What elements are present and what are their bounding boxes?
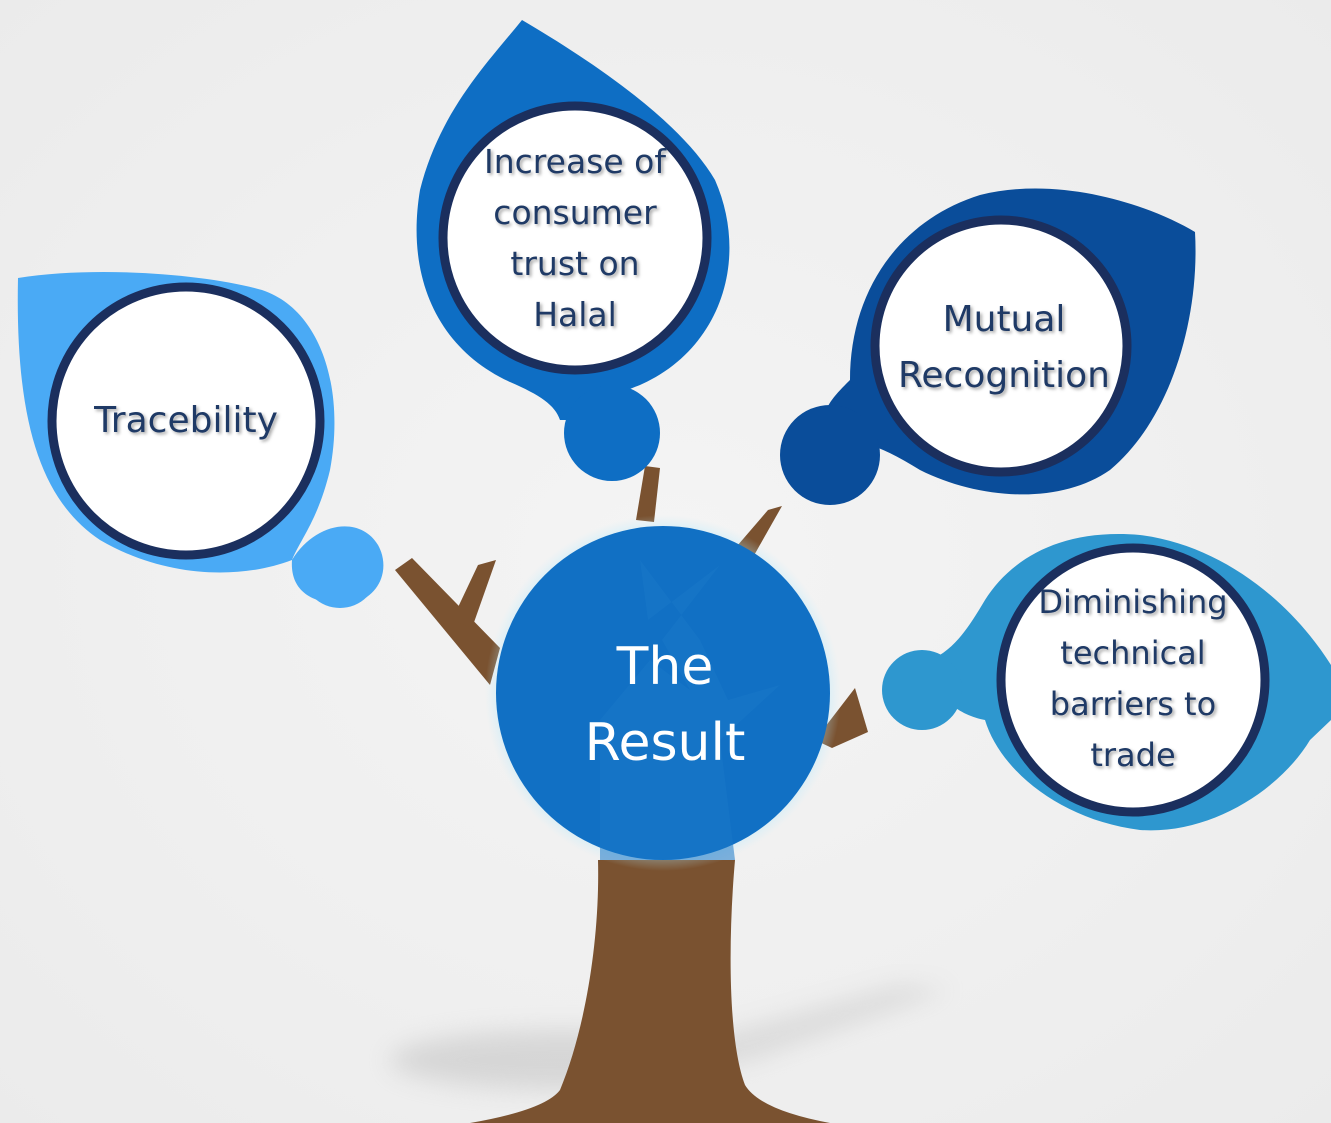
leaf-technical-barriers (882, 534, 1331, 831)
leaf-mutual-recognition (780, 188, 1196, 505)
center-node (485, 515, 841, 871)
tree-trunk (470, 860, 830, 1123)
leaf-label-consumer-trust: Increase of consumer trust on Halal (484, 142, 666, 334)
leaf-label-mutual-recognition: Mutual Recognition (898, 299, 1110, 396)
tree-branches (395, 466, 868, 748)
center-label: The Result (584, 637, 746, 773)
leaf-label-technical-barriers: Diminishing technical barriers to trade (1038, 583, 1228, 774)
leaf-traceability (17, 271, 384, 608)
leaf-label-traceability: Tracebility (94, 400, 278, 441)
leaf-consumer-trust (416, 20, 730, 481)
